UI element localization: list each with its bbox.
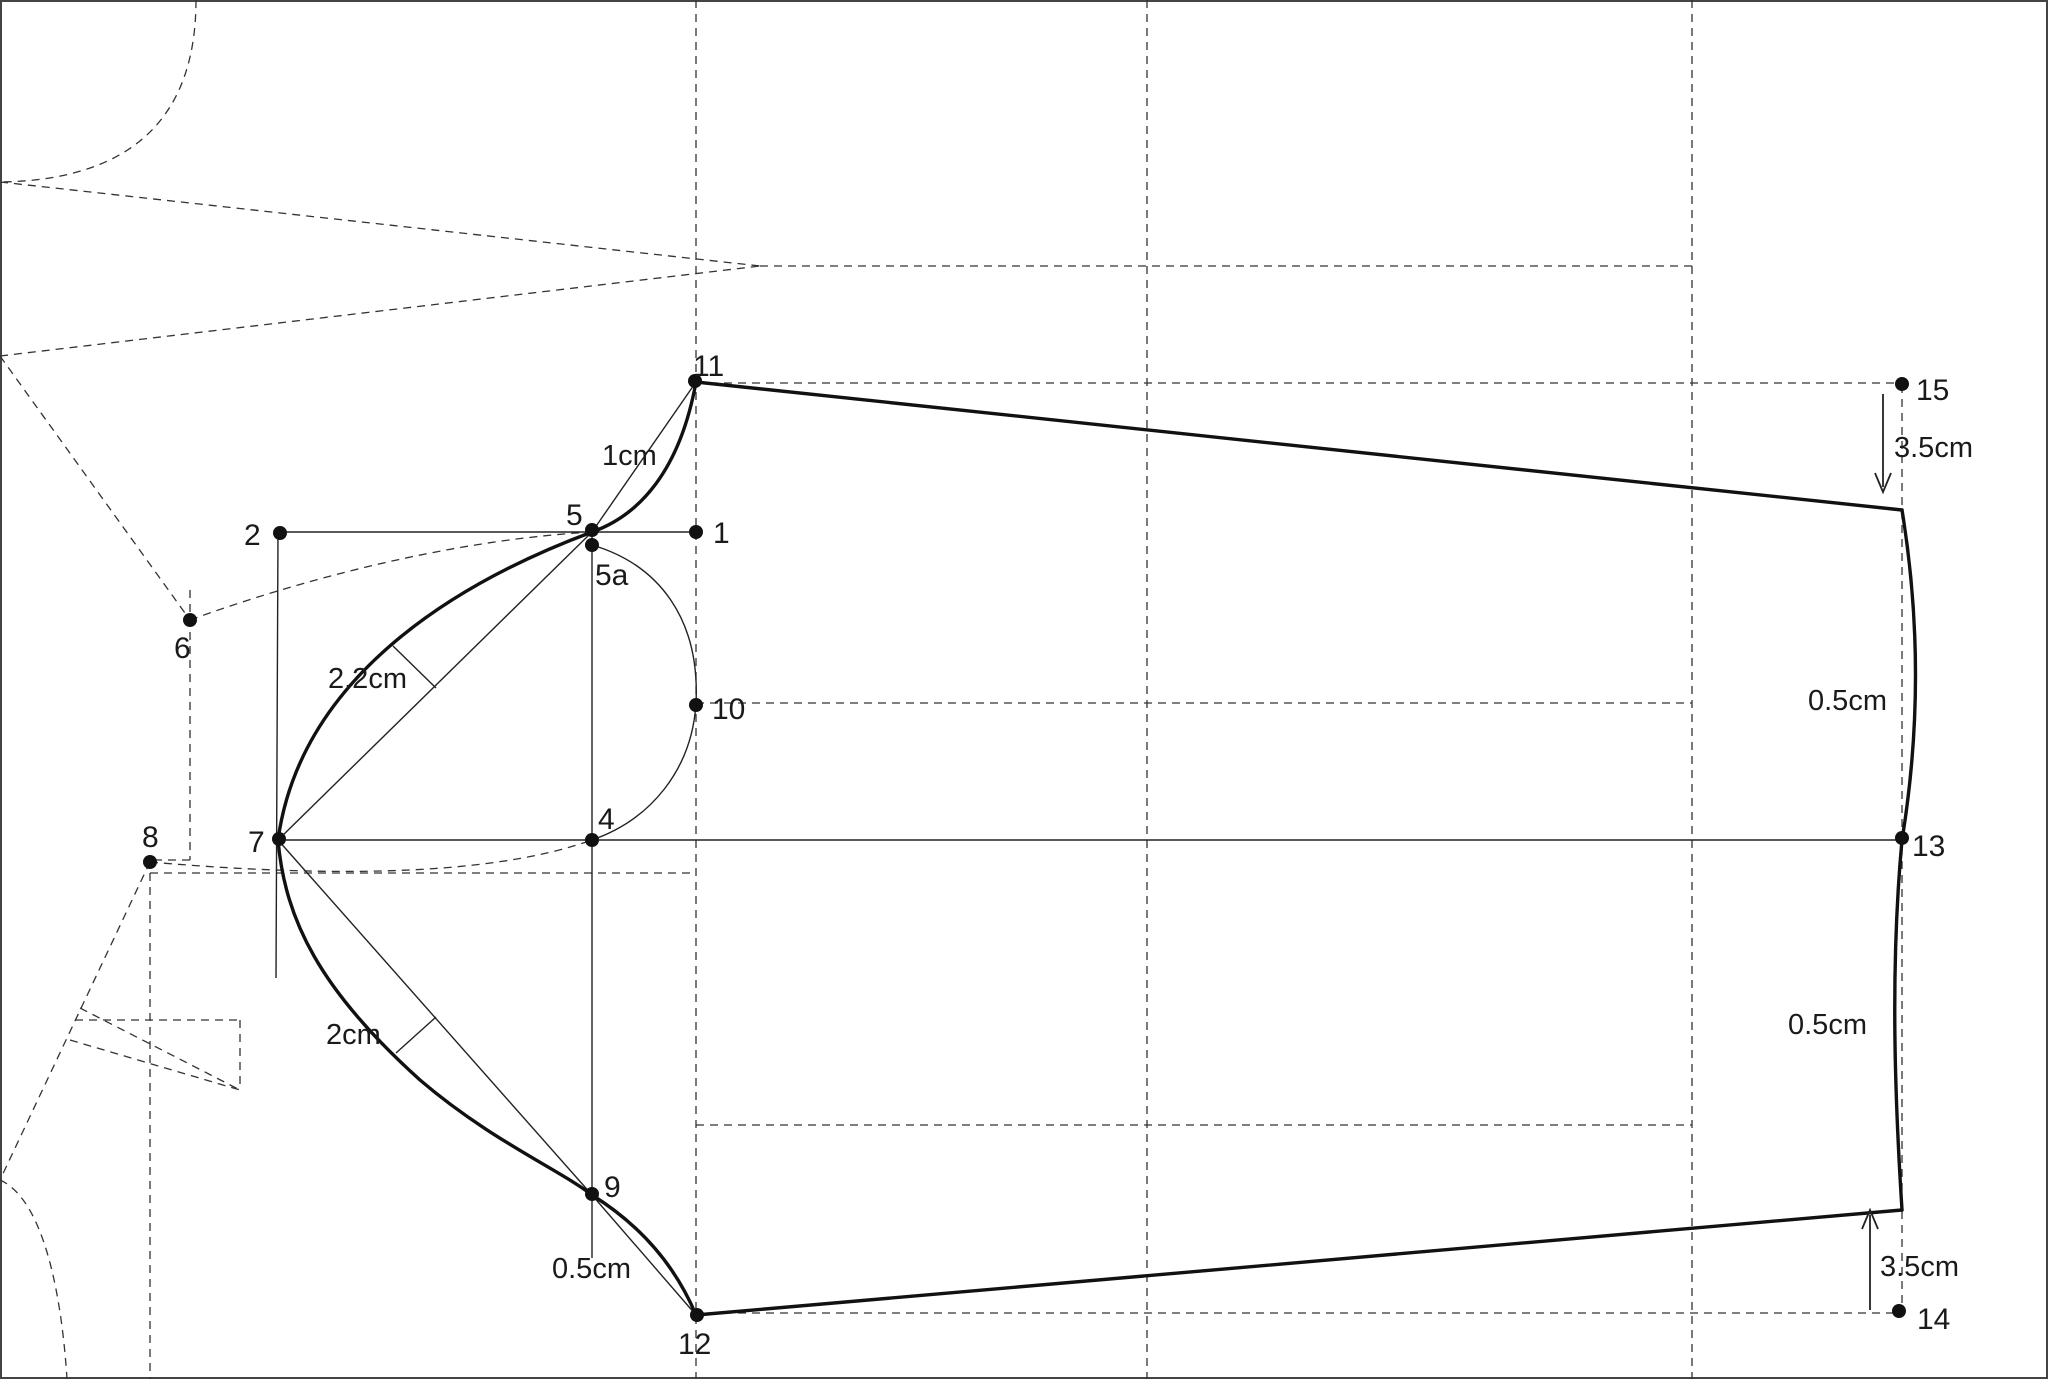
point-labels: 1 2 4 5 5a 6 7 8 9 10 11 12 13 14 15 <box>142 350 1950 1361</box>
point-10-label: 10 <box>712 693 745 726</box>
point-11-label: 11 <box>693 350 724 383</box>
point-9-dot <box>585 1187 599 1201</box>
point-7-dot <box>272 832 286 846</box>
point-8-dot <box>143 855 157 869</box>
point-5a-dot <box>585 538 599 552</box>
measure-2-2cm: 2.2cm <box>328 663 407 695</box>
point-2-label: 2 <box>244 519 261 552</box>
measure-3-5cm-bottom: 3.5cm <box>1880 1251 1959 1283</box>
measure-0-5cm-bottom: 0.5cm <box>552 1253 631 1285</box>
measure-1cm: 1cm <box>602 440 657 472</box>
measure-2cm: 2cm <box>326 1019 381 1051</box>
point-5-label: 5 <box>566 499 583 532</box>
point-markers <box>143 374 1909 1322</box>
point-14-dot <box>1892 1304 1906 1318</box>
point-11-dot <box>688 374 702 388</box>
point-15-label: 15 <box>1916 374 1949 407</box>
point-10-dot <box>689 698 703 712</box>
point-2-dot <box>273 526 287 540</box>
construction-dashed-lines <box>0 0 1903 1379</box>
point-5a-label: 5a <box>595 559 629 592</box>
point-15-dot <box>1895 377 1909 391</box>
point-12-label: 12 <box>678 1328 711 1361</box>
construction-solid-lines <box>275 381 1902 1316</box>
point-14-label: 14 <box>1917 1303 1950 1336</box>
point-6-dot <box>183 613 197 627</box>
point-4-dot <box>585 833 599 847</box>
point-6-label: 6 <box>174 632 191 665</box>
adjustment-arrows <box>1861 394 1892 1310</box>
measure-0-5cm-upper: 0.5cm <box>1808 685 1887 717</box>
point-8-label: 8 <box>142 821 159 854</box>
measure-3-5cm-top: 3.5cm <box>1894 432 1973 464</box>
point-13-dot <box>1895 831 1909 845</box>
point-7-label: 7 <box>248 826 265 859</box>
point-12-dot <box>690 1308 704 1322</box>
point-4-label: 4 <box>598 803 615 836</box>
point-1-label: 1 <box>713 517 730 550</box>
sleeve-outline <box>276 380 1918 1317</box>
measure-0-5cm-lower: 0.5cm <box>1788 1009 1867 1041</box>
measurement-labels: 1cm 2.2cm 2cm 0.5cm 3.5cm 0.5cm 0.5cm 3.… <box>326 432 1973 1285</box>
point-5-dot <box>585 523 599 537</box>
point-13-label: 13 <box>1912 830 1945 863</box>
point-9-label: 9 <box>604 1171 621 1204</box>
point-1-dot <box>689 525 703 539</box>
